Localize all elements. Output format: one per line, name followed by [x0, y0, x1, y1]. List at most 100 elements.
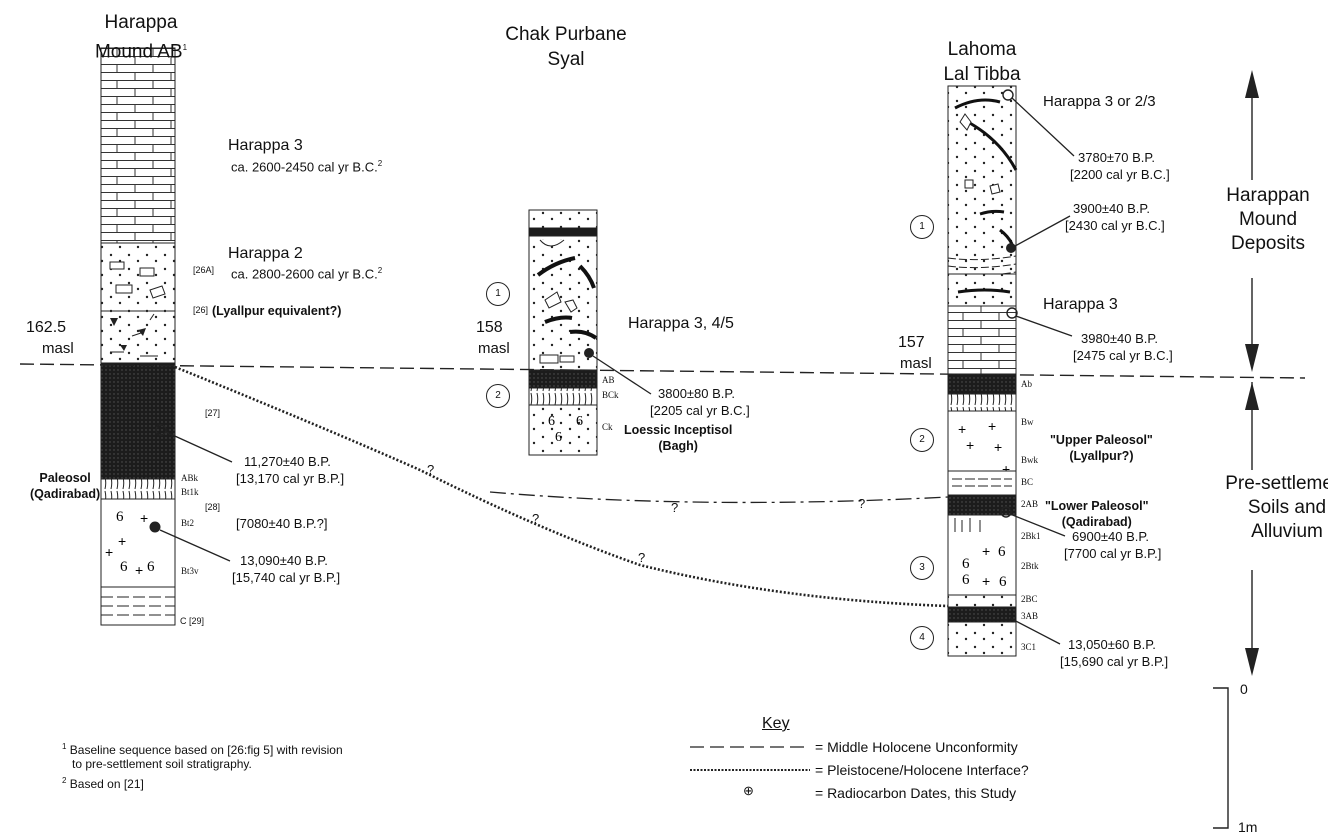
lahoma-horizon-3c1: 3C1 — [1021, 643, 1036, 652]
chak-soil: Loessic Inceptisol (Bagh) — [624, 422, 732, 454]
svg-text:6: 6 — [548, 414, 555, 429]
harappa-ref-28: [28] — [205, 503, 220, 512]
side-label-presettlement: Pre-settlement Soils and Alluvium — [1225, 472, 1328, 544]
radiocarbon-marker — [150, 522, 160, 532]
lahoma-circle-4: 4 — [910, 626, 934, 650]
lahoma-horizon-2bk1: 2Bk1 — [1021, 532, 1041, 541]
chak-horizon-ab: AB — [602, 376, 615, 385]
side-arrows — [1245, 70, 1259, 676]
lahoma-column: ++ ++ + +6 6 +6 6 — [948, 86, 1074, 656]
question-mark: ? — [427, 463, 434, 476]
question-mark: ? — [671, 501, 678, 514]
svg-text:+: + — [958, 421, 966, 437]
key-item-unconformity: = Middle Holocene Unconformity — [815, 740, 1018, 754]
harappa-date-2: [7080±40 B.P.?] — [236, 515, 327, 532]
svg-text:+: + — [966, 437, 974, 453]
side-label-mound: Harappan Mound Deposits — [1226, 184, 1309, 256]
svg-text:+: + — [140, 510, 148, 526]
key-item-radiocarbon: = Radiocarbon Dates, this Study — [815, 786, 1016, 800]
key-title: Key — [762, 716, 790, 732]
chak-circle-1: 1 — [486, 282, 510, 306]
question-mark: ? — [638, 551, 645, 564]
section-title-chak: Chak Purbane Syal — [505, 22, 626, 72]
question-mark: ? — [532, 512, 539, 525]
middle-holocene-unconformity-line — [20, 364, 1305, 378]
svg-text:+: + — [988, 418, 996, 434]
scale-bar — [1213, 688, 1228, 828]
harappa-ref-29: C [29] — [180, 617, 204, 626]
harappa-paleosol: Paleosol (Qadirabad) — [30, 470, 100, 502]
radiocarbon-icon: ⊕ — [743, 784, 754, 797]
svg-text:+: + — [105, 544, 113, 560]
harappa-horizon-bt3v: Bt3v — [181, 567, 199, 576]
lahoma-unit-mid: Harappa 3 — [1043, 297, 1118, 313]
lahoma-horizon-bwk: Bwk — [1021, 456, 1038, 465]
harappa-horizon-abk: ABk — [181, 474, 198, 483]
harappa-ref-27: [27] — [205, 409, 220, 418]
lahoma-horizon-bc: BC — [1021, 478, 1033, 487]
footnote-2: 2 Based on [21] — [62, 774, 144, 791]
lahoma-horizon-2bc: 2BC — [1021, 595, 1038, 604]
elevation-chak-unit: masl — [478, 341, 510, 356]
lahoma-horizon-3ab: 3AB — [1021, 612, 1038, 621]
svg-text:+: + — [994, 439, 1002, 455]
harappa-date-1: 11,270±40 B.P. [13,170 cal yr B.P.] — [236, 453, 344, 487]
svg-text:6: 6 — [555, 430, 562, 445]
lahoma-horizon-2ab: 2AB — [1021, 500, 1038, 509]
lahoma-horizon-bw: Bw — [1021, 418, 1034, 427]
paleosol-correlation-line — [490, 492, 948, 502]
svg-text:6: 6 — [962, 572, 970, 588]
svg-text:+: + — [982, 573, 990, 589]
radiocarbon-marker — [1006, 243, 1016, 253]
svg-text:6: 6 — [998, 544, 1006, 560]
svg-text:+: + — [982, 543, 990, 559]
harappa-unit-h3-age: ca. 2600-2450 cal yr B.C.2 — [231, 160, 382, 173]
chak-column: 6 6 6 — [529, 210, 651, 455]
svg-text:+: + — [118, 533, 126, 549]
svg-text:6: 6 — [962, 556, 970, 572]
chak-horizon-bck: BCk — [602, 391, 619, 400]
lahoma-lower-paleosol: "Lower Paleosol" (Qadirabad) — [1045, 498, 1149, 530]
chak-date: 3800±80 B.P. [2205 cal yr B.C.] — [650, 385, 750, 419]
lahoma-date-2: 3900±40 B.P. [2430 cal yr B.C.] — [1065, 200, 1165, 234]
chak-unit: Harappa 3, 4/5 — [628, 316, 734, 332]
harappa-date-3: 13,090±40 B.P. [15,740 cal yr B.P.] — [232, 552, 340, 586]
harappa-lyallpur: (Lyallpur equivalent?) — [212, 305, 341, 318]
key-item-interface: = Pleistocene/Holocene Interface? — [815, 763, 1029, 777]
lahoma-circle-3: 3 — [910, 556, 934, 580]
svg-text:+: + — [135, 562, 143, 578]
section-title-lahoma: Lahoma Lal Tibba — [943, 37, 1020, 87]
lahoma-date-1: 3780±70 B.P. [2200 cal yr B.C.] — [1070, 149, 1170, 183]
elevation-chak: 158 — [476, 320, 503, 336]
question-mark: ? — [858, 497, 865, 510]
chak-circle-2: 2 — [486, 384, 510, 408]
lahoma-circle-2: 2 — [910, 428, 934, 452]
radiocarbon-marker — [584, 348, 594, 358]
svg-text:6: 6 — [999, 574, 1007, 590]
elevation-lahoma: 157 — [898, 335, 925, 351]
harappa-ref-26: [26] — [193, 306, 208, 315]
lahoma-horizon-ab: Ab — [1021, 380, 1032, 389]
harappa-unit-h2: Harappa 2 — [228, 246, 303, 262]
scale-label-top: 0 — [1240, 682, 1248, 696]
lahoma-upper-paleosol: "Upper Paleosol" (Lyallpur?) — [1050, 432, 1153, 464]
elevation-lahoma-unit: masl — [900, 356, 932, 371]
elevation-harappa: 162.5 — [26, 320, 66, 336]
lahoma-horizon-2btk: 2Btk — [1021, 562, 1039, 571]
lahoma-date-4: 6900±40 B.P. [7700 cal yr B.P.] — [1064, 528, 1161, 562]
lahoma-circle-1: 1 — [910, 215, 934, 239]
lahoma-unit-top: Harappa 3 or 2/3 — [1043, 94, 1156, 109]
svg-text:6: 6 — [576, 414, 583, 429]
harappa-unit-h3: Harappa 3 — [228, 138, 303, 154]
harappa-unit-h2-age: ca. 2800-2600 cal yr B.C.2 — [231, 267, 382, 280]
svg-text:6: 6 — [120, 559, 128, 575]
chak-horizon-ck: Ck — [602, 423, 613, 432]
harappa-horizon-bt1k: Bt1k — [181, 488, 199, 497]
scale-label-bottom: 1m — [1238, 820, 1257, 834]
svg-text:6: 6 — [147, 559, 155, 575]
lahoma-date-5: 13,050±60 B.P. [15,690 cal yr B.P.] — [1060, 636, 1168, 670]
harappa-ref-26a: [26A] — [193, 266, 214, 275]
section-title-harappa: Harappa Mound AB1 — [95, 10, 187, 64]
svg-text:6: 6 — [116, 509, 124, 525]
